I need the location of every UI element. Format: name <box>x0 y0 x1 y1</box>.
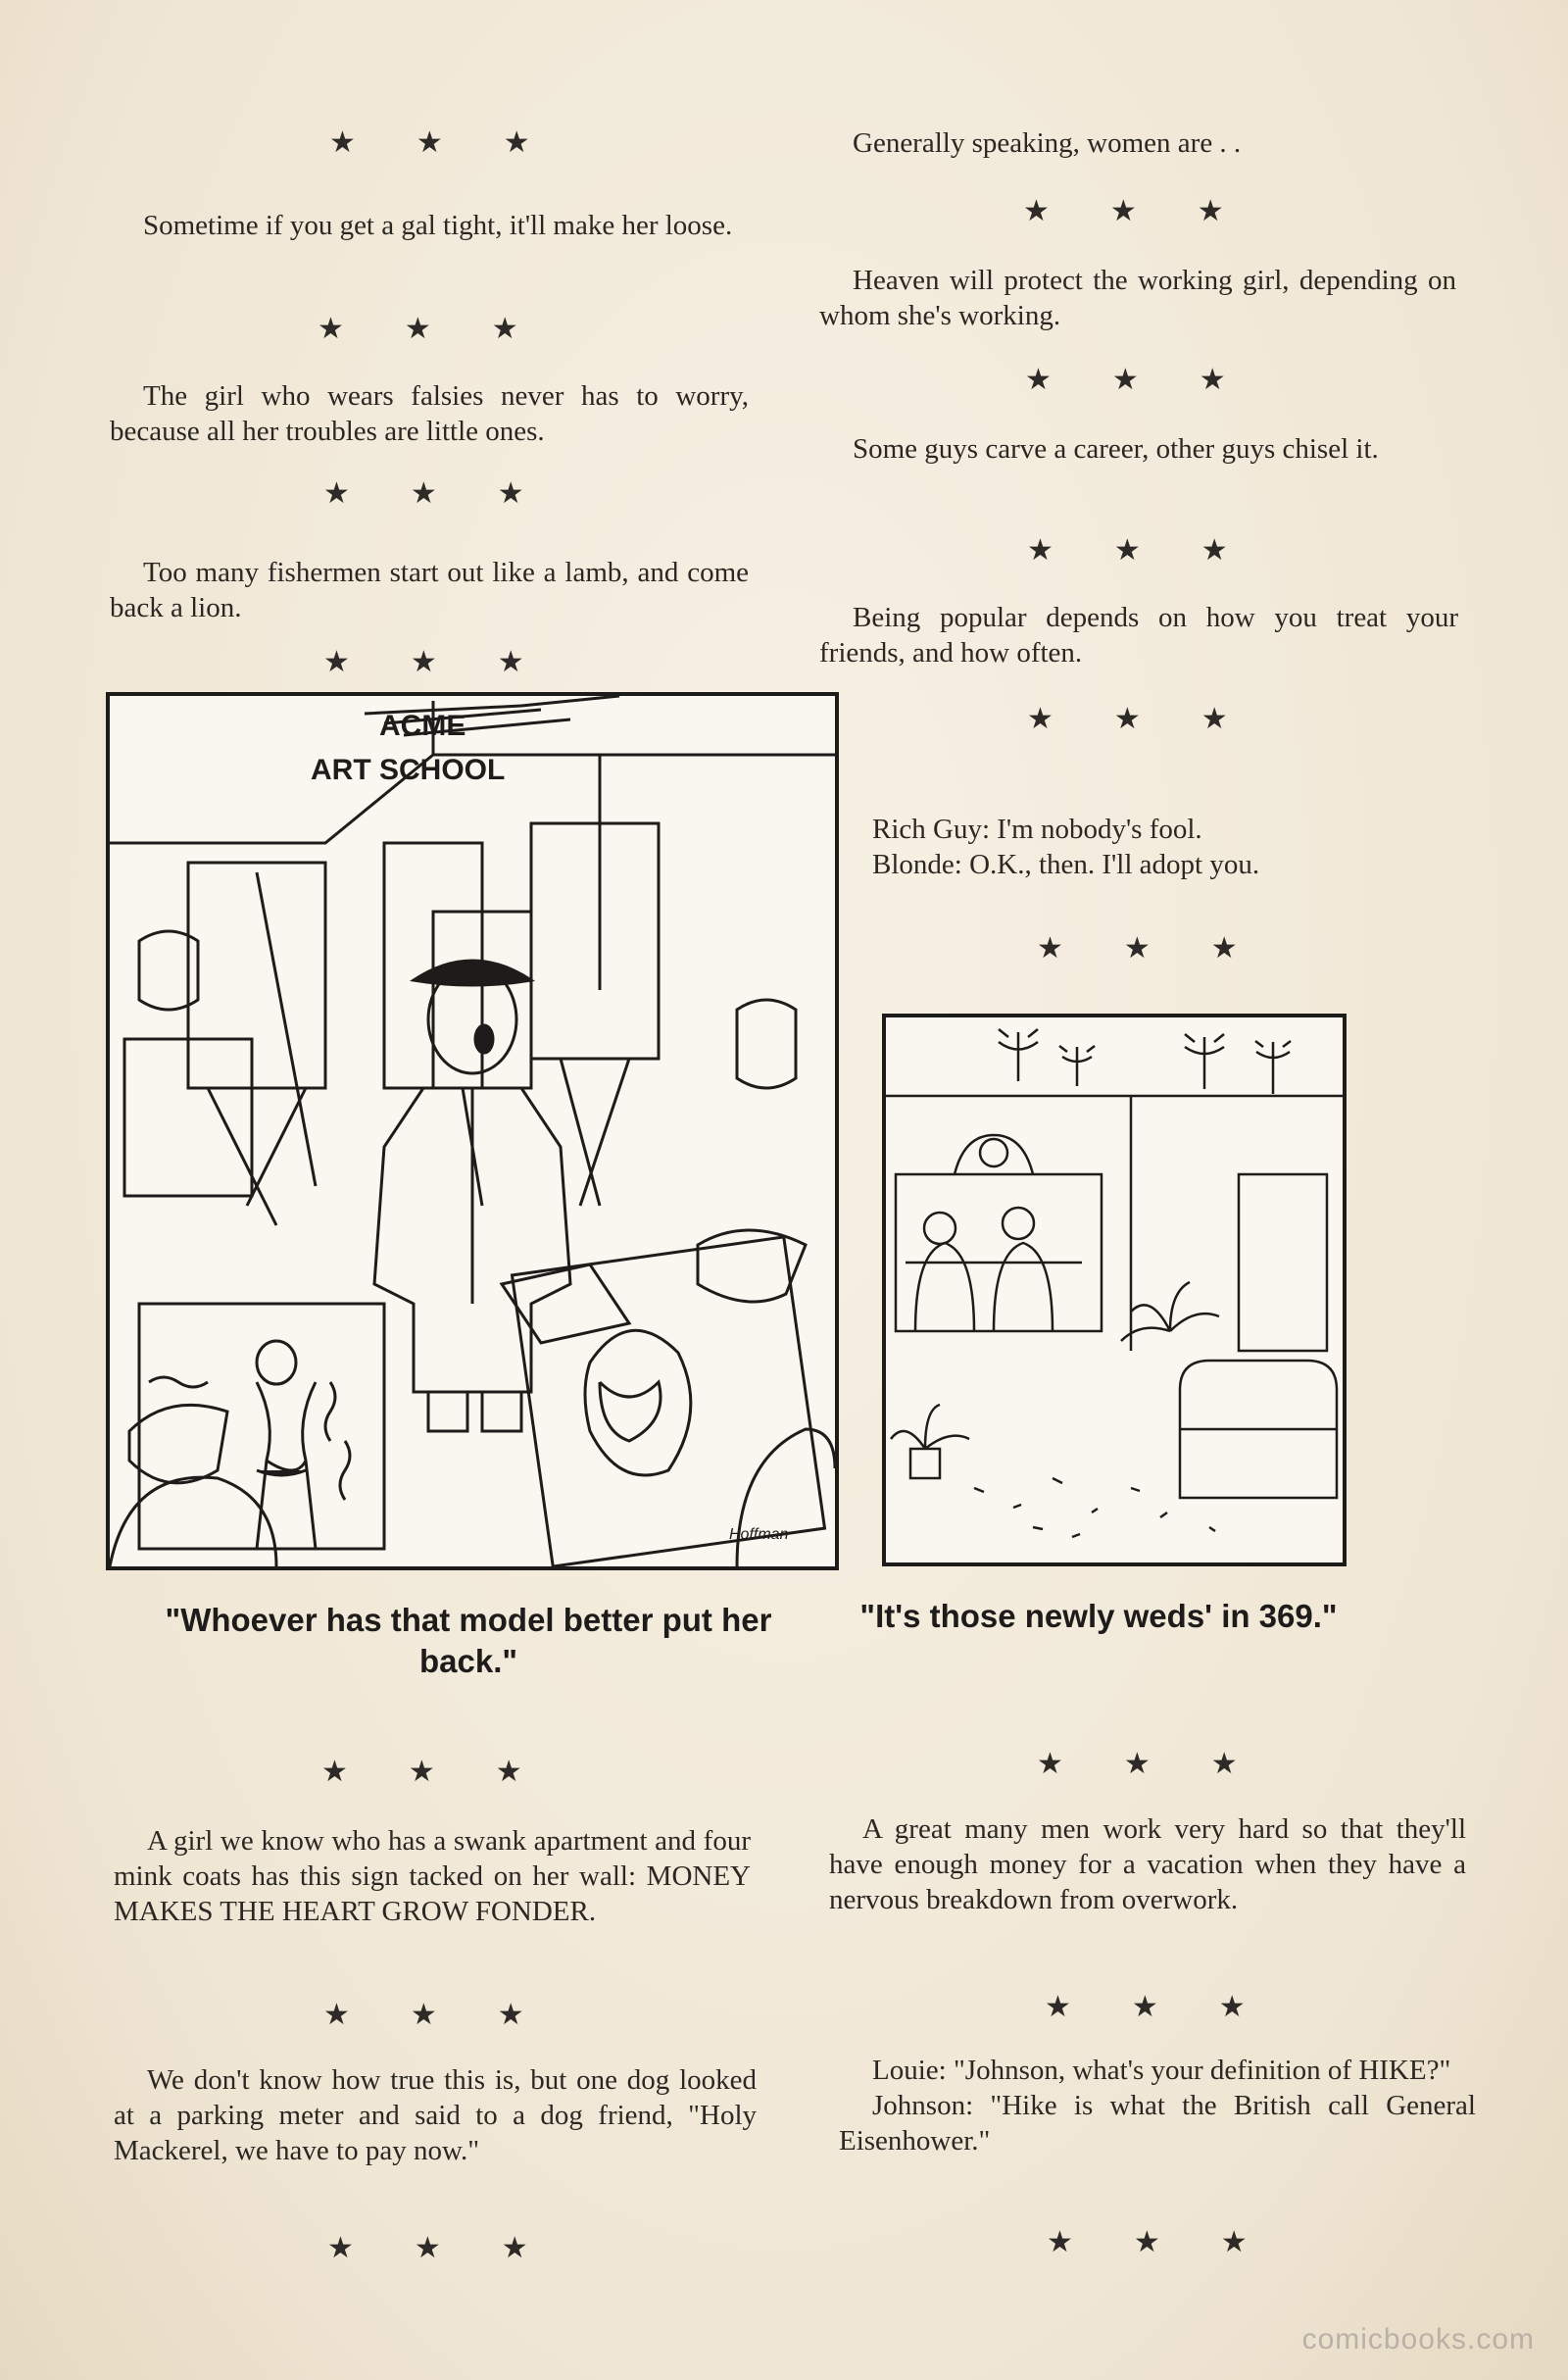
joke-line: Too many fishermen start out like a lamb… <box>110 557 749 623</box>
joke-line: The girl who wears falsies never has to … <box>110 380 749 447</box>
joke-line: A girl we know who has a swank apartment… <box>114 1825 751 1927</box>
separator-stars: ★★★ <box>1047 2226 1308 2258</box>
joke-line: Some guys carve a career, other guys chi… <box>853 433 1379 465</box>
joke-text: Sometime if you get a gal tight, it'll m… <box>110 208 749 243</box>
joke-text: A girl we know who has a swank apartment… <box>114 1823 751 1929</box>
artist-signature: Hoffman <box>729 1526 789 1543</box>
separator-stars: ★★★ <box>1037 1748 1298 1780</box>
joke-line: Generally speaking, women are . . <box>853 127 1242 159</box>
dialogue-line: Blonde: O.K., then. I'll adopt you. <box>872 849 1260 880</box>
dialogue-text: Louie: "Johnson, what's your definition … <box>839 2053 1476 2158</box>
dialogue-line: Louie: "Johnson, what's your definition … <box>872 2055 1451 2086</box>
separator-stars: ★★★ <box>1023 195 1285 227</box>
separator-stars: ★★★ <box>329 126 591 159</box>
cartoon-caption: "It's those newly weds' in 369." <box>859 1598 1338 1634</box>
joke-line: We don't know how true this is, but one … <box>114 2064 757 2166</box>
joke-text: We don't know how true this is, but one … <box>114 2062 757 2168</box>
joke-text: Some guys carve a career, other guys chi… <box>819 431 1456 467</box>
cartoon-art-school: ACME ART SCHOOL Hoffman <box>106 692 839 1570</box>
art-school-illustration: ACME ART SCHOOL Hoffman <box>110 696 835 1566</box>
separator-stars: ★★★ <box>327 2232 589 2264</box>
joke-text: The girl who wears falsies never has to … <box>110 378 749 449</box>
joke-text: Generally speaking, women are . . <box>819 125 1466 161</box>
dialogue-line: Johnson: "Hike is what the British call … <box>839 2090 1476 2157</box>
joke-text: Being popular depends on how you treat y… <box>819 600 1458 670</box>
separator-stars: ★★★ <box>1037 932 1298 965</box>
watermark: comicbooks.com <box>1301 2323 1535 2355</box>
dialogue-text: Rich Guy: I'm nobody's fool. Blonde: O.K… <box>872 812 1480 882</box>
joke-line: A great many men work very hard so that … <box>829 1813 1466 1915</box>
separator-stars: ★★★ <box>1025 364 1287 396</box>
separator-stars: ★★★ <box>1027 534 1289 567</box>
dialogue-line: Rich Guy: I'm nobody's fool. <box>872 814 1202 845</box>
joke-text: Heaven will protect the working girl, de… <box>819 263 1456 333</box>
separator-stars: ★★★ <box>1027 703 1289 735</box>
sign-acme: ACME <box>379 710 466 742</box>
joke-text: Too many fishermen start out like a lamb… <box>110 555 749 625</box>
sign-art-school: ART SCHOOL <box>311 754 505 786</box>
separator-stars: ★★★ <box>323 477 585 510</box>
joke-line: Being popular depends on how you treat y… <box>819 602 1458 669</box>
joke-line: Sometime if you get a gal tight, it'll m… <box>143 210 733 241</box>
hotel-lobby-illustration <box>886 1028 1343 1539</box>
cartoon-caption: "Whoever has that model better put her b… <box>165 1602 772 1679</box>
cartoon-newlyweds <box>882 1014 1347 1566</box>
separator-stars: ★★★ <box>318 313 579 345</box>
separator-stars: ★★★ <box>323 646 585 678</box>
joke-text: A great many men work very hard so that … <box>829 1811 1466 1917</box>
separator-stars: ★★★ <box>321 1756 583 1788</box>
separator-stars: ★★★ <box>323 1999 585 2031</box>
joke-line: Heaven will protect the working girl, de… <box>819 265 1456 331</box>
separator-stars: ★★★ <box>1045 1991 1306 2023</box>
